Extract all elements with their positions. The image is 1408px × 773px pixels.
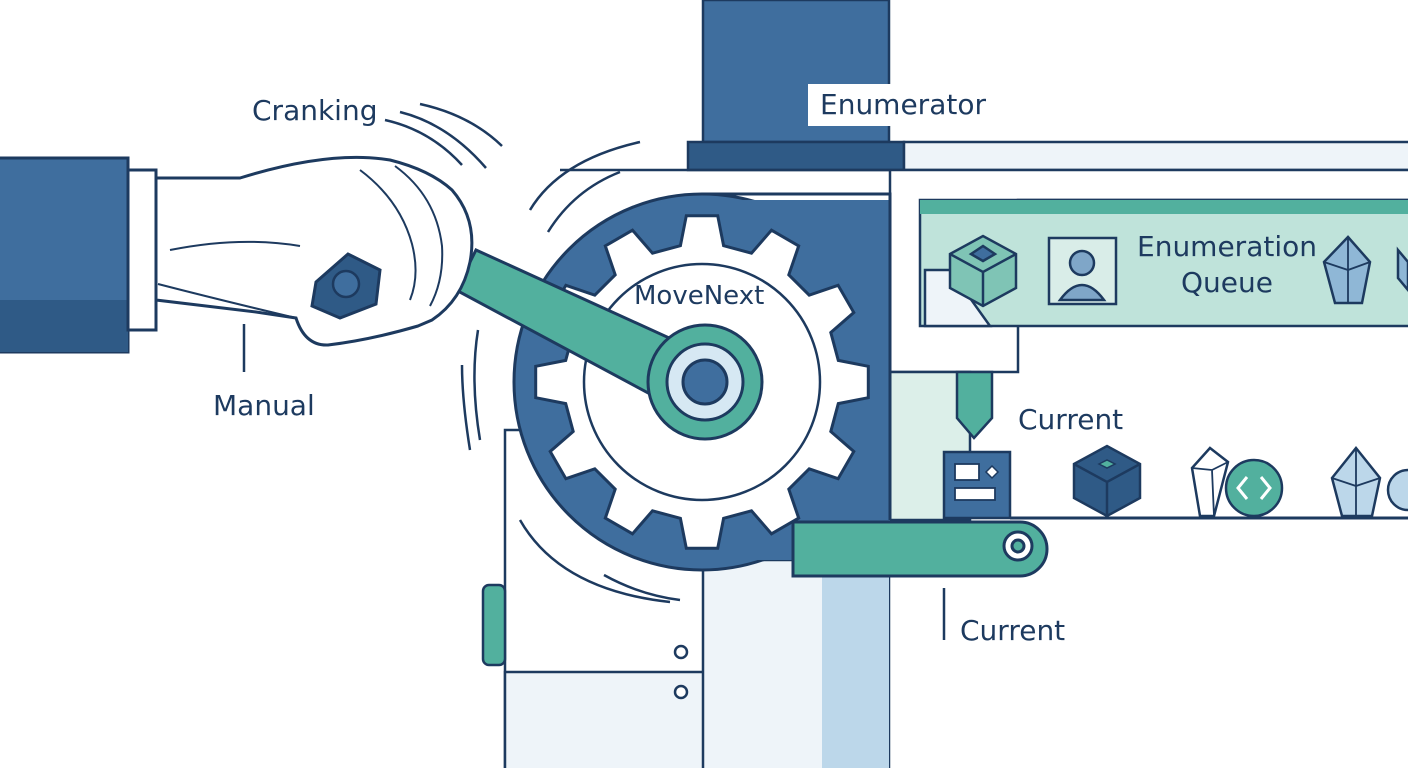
rivet: [673, 684, 689, 700]
motion-line: [460, 364, 472, 451]
movenext-label: MoveNext: [634, 281, 764, 311]
motion-line: [603, 573, 681, 602]
crystal-icon: [1396, 246, 1408, 292]
cuff: [126, 168, 158, 332]
motion-line: [528, 140, 641, 211]
finger-line: [359, 169, 417, 301]
finger-line: [169, 240, 301, 251]
operator-hand: [0, 102, 503, 354]
output-dispenser: [942, 370, 1408, 520]
dispenser-nozzle: [955, 370, 994, 440]
cube-icon: [1072, 444, 1142, 518]
finger-line: [157, 283, 297, 319]
manual-label: Manual: [213, 389, 315, 422]
enumeration-queue-panel: [918, 198, 1408, 328]
current-label-top: Current: [1018, 403, 1123, 436]
rivet: [673, 644, 689, 660]
enumerator-label: Enumerator: [820, 88, 986, 121]
motion-line: [384, 118, 463, 166]
crystal-icon: [1322, 235, 1372, 305]
motion-line: [419, 102, 503, 147]
queue-belt-top: [920, 200, 1408, 214]
user-portrait-icon: [1047, 236, 1118, 306]
motion-line: [399, 110, 487, 169]
crystal-icon: [1330, 445, 1382, 518]
cube-icon: [948, 234, 1018, 308]
lower-pillar-shade: [822, 560, 889, 770]
side-latch: [481, 583, 507, 667]
finger-line: [394, 165, 444, 307]
lower-left-base: [503, 670, 707, 773]
cranking-label: Cranking: [252, 94, 377, 127]
motion-line: [546, 170, 621, 233]
output-shaft: [791, 520, 1049, 578]
motion-line: [473, 329, 482, 441]
crank-handle-icon: [454, 248, 764, 441]
enumerator-label-bg: [808, 84, 994, 126]
queue-ramp: [923, 268, 993, 328]
partial-orb: [1386, 468, 1408, 512]
motion-line: [518, 519, 671, 604]
crystal-icon: [1190, 446, 1230, 518]
hand: [154, 155, 474, 347]
pillar-collar: [686, 140, 906, 172]
current-label-bottom: Current: [960, 614, 1065, 647]
queue-label-line2: Queue: [1181, 266, 1273, 299]
document-card-icon: [942, 450, 1012, 520]
code-brackets-icon: [1224, 458, 1284, 518]
top-rail: [902, 140, 1408, 172]
queue-label-line1: Enumeration: [1137, 230, 1317, 263]
